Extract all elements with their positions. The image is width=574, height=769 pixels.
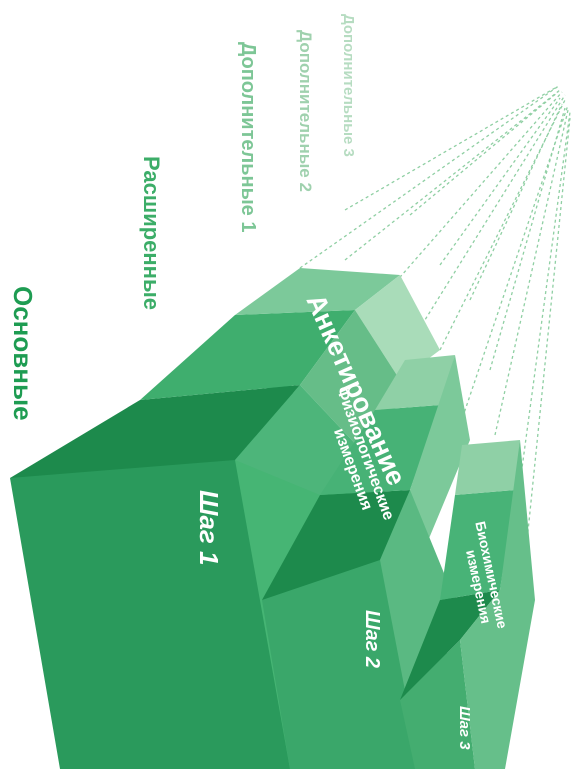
step1-top-additional (235, 268, 400, 315)
level-additional-2-label: Дополнительные 2 (296, 30, 315, 192)
step2-riser (410, 355, 470, 560)
step2-top-additional (375, 355, 455, 410)
step3-side-face (460, 440, 535, 769)
level-extended-label: Расширенные (139, 156, 164, 310)
step3-top-extended (440, 490, 515, 600)
level-basic-label: Основные (8, 286, 38, 421)
step3-top-additional (455, 440, 520, 495)
level-additional-1-label: Дополнительные 1 (237, 42, 259, 233)
step1-top-basic (10, 385, 300, 478)
step1-label: Шаг 1 (194, 490, 224, 566)
step2-top-extended (320, 405, 440, 495)
step2-top-basic (262, 490, 410, 600)
step1-top-extended (140, 310, 355, 400)
step3-front-face (400, 640, 475, 769)
step3-top-basic (400, 590, 500, 700)
step3-label: Шаг 3 (456, 706, 473, 750)
step2-label: Шаг 2 (361, 610, 383, 669)
perspective-guides (299, 84, 571, 611)
level-additional-3-label: Дополнительные 3 (340, 14, 357, 157)
step1-riser-additional (355, 275, 440, 380)
